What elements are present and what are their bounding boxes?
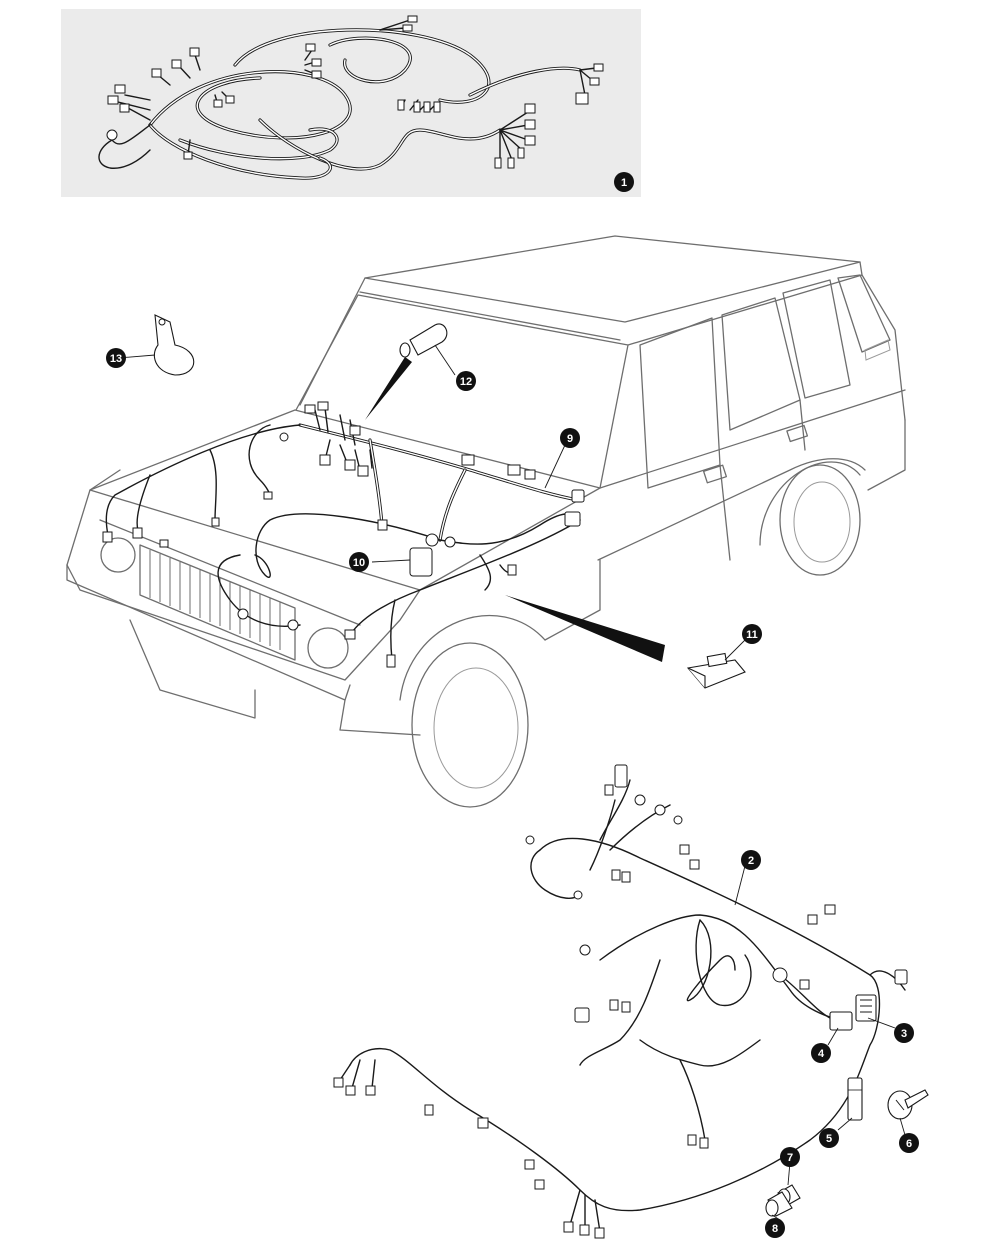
callout-10: 10 [349, 552, 369, 572]
svg-text:8: 8 [772, 1223, 778, 1235]
detail-pointers [365, 357, 665, 662]
callout-12: 12 [456, 371, 476, 391]
vehicle-outline [66, 235, 906, 808]
svg-text:11: 11 [746, 629, 758, 641]
callout-5: 5 [819, 1128, 839, 1148]
part-11-fuse [686, 652, 746, 689]
part-4-relay [829, 1011, 853, 1031]
main-harness-panel [61, 9, 641, 197]
callout-7: 7 [780, 1147, 800, 1167]
part-12-cylinder [399, 323, 448, 358]
svg-text:1: 1 [621, 177, 627, 189]
svg-text:2: 2 [748, 855, 754, 867]
body-harness [333, 764, 908, 1239]
callout-2: 2 [741, 850, 761, 870]
part-13-p-clip [153, 314, 195, 376]
callout-11: 11 [742, 624, 762, 644]
main-harness-drawing [98, 15, 604, 180]
svg-text:6: 6 [906, 1138, 912, 1150]
callout-4: 4 [811, 1043, 831, 1063]
svg-text:4: 4 [818, 1048, 825, 1060]
svg-text:10: 10 [353, 557, 365, 569]
svg-text:7: 7 [787, 1152, 793, 1164]
part-5-fuse [847, 1077, 863, 1121]
svg-text:13: 13 [110, 353, 122, 365]
engine-bay-harness [102, 401, 585, 668]
callout-6: 6 [899, 1133, 919, 1153]
callout-1: 1 [614, 172, 634, 192]
svg-text:3: 3 [901, 1028, 907, 1040]
part-6-screw [887, 1089, 929, 1120]
callout-13: 13 [106, 348, 126, 368]
callout-3: 3 [894, 1023, 914, 1043]
svg-text:12: 12 [460, 376, 472, 388]
part-8-grommet [765, 1191, 793, 1217]
part-3-socket [855, 994, 877, 1022]
callout-8: 8 [765, 1218, 785, 1238]
svg-text:9: 9 [567, 433, 573, 445]
callout-9: 9 [560, 428, 580, 448]
svg-text:5: 5 [826, 1133, 832, 1145]
